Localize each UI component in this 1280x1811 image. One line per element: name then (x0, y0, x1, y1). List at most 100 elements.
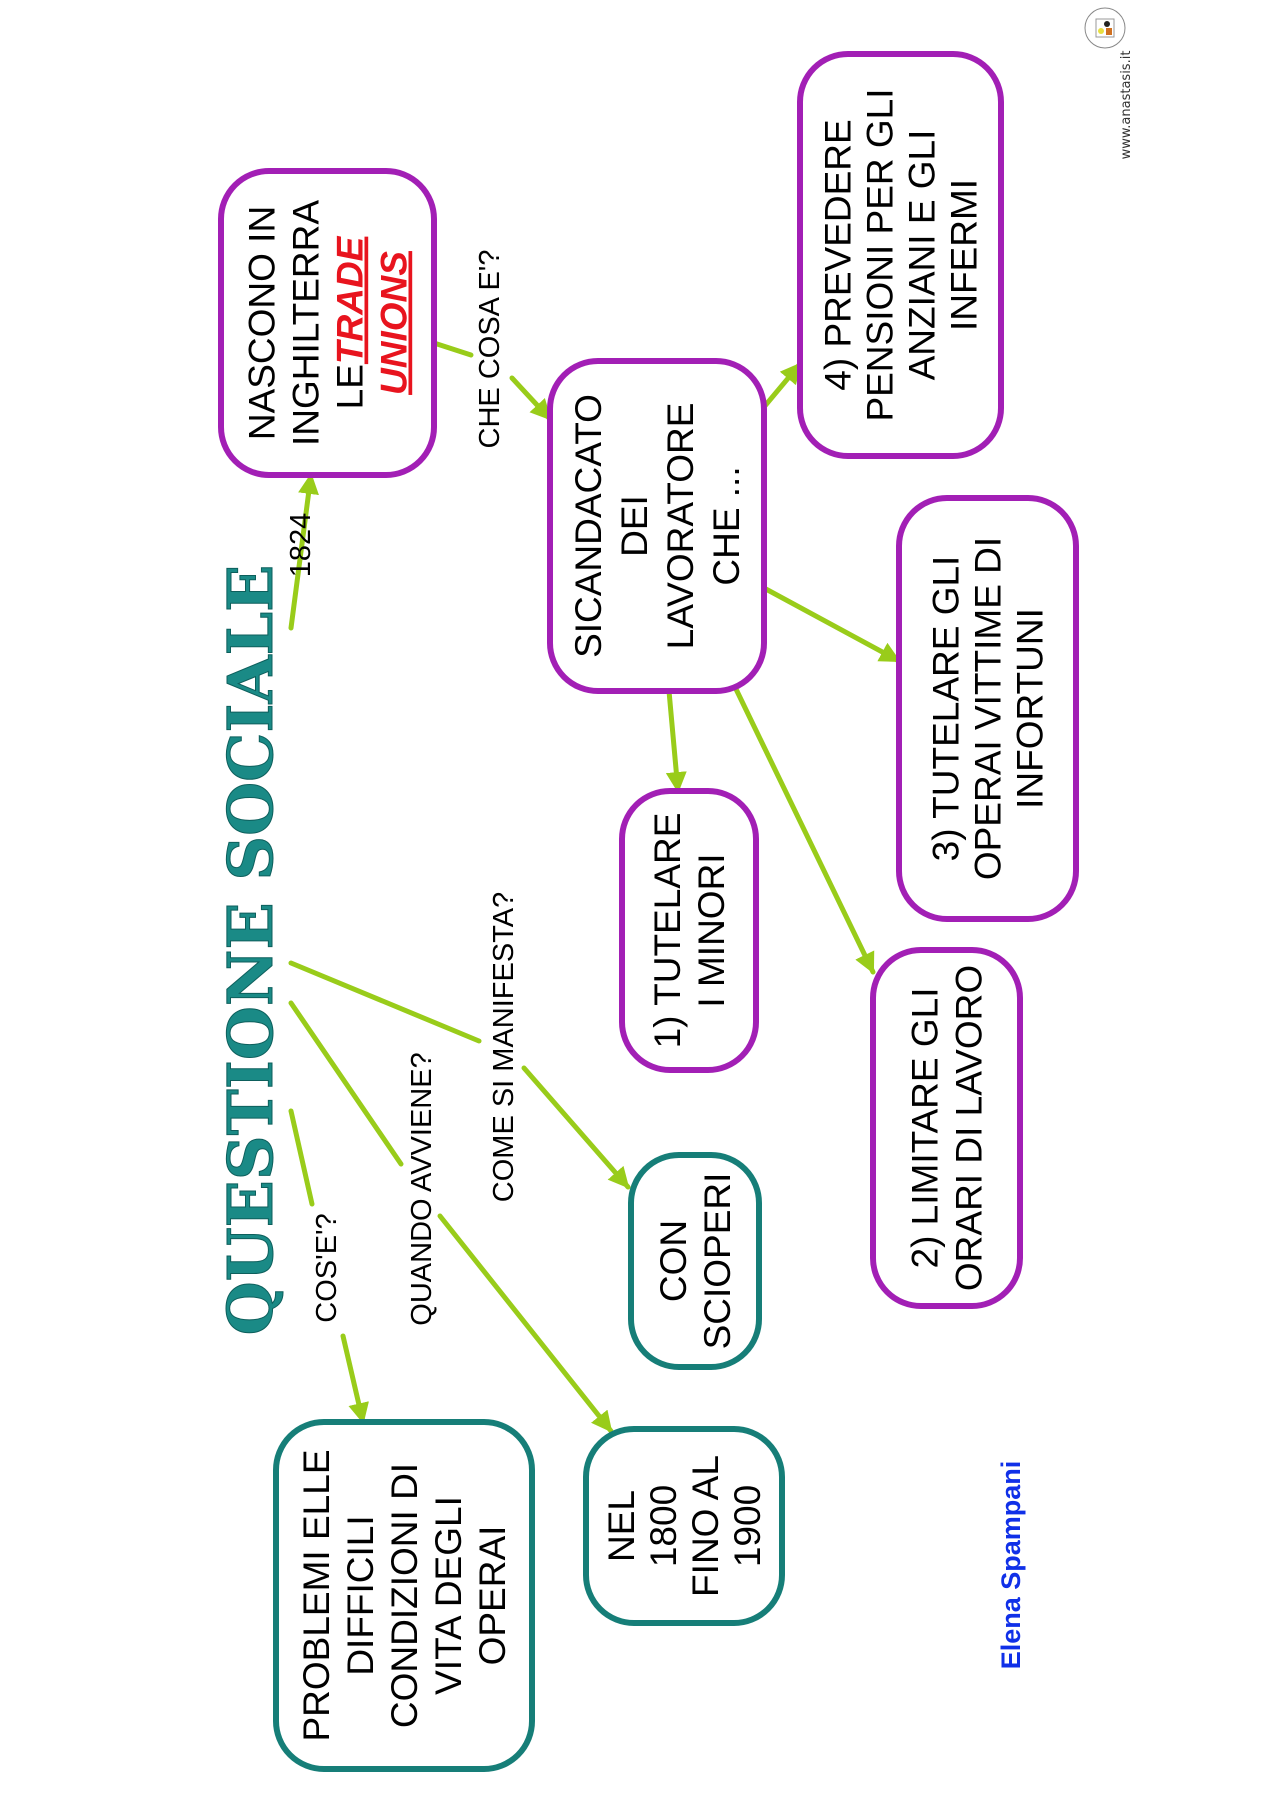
map-title: QUESTIONE SOCIALE (214, 565, 287, 1336)
node-text-line: CON (653, 1220, 694, 1302)
node-text: 2) LIMITARE GLI (905, 988, 946, 1269)
node-text-line: DIFFICILI (340, 1515, 381, 1675)
node-text-line: NEL (601, 1490, 642, 1562)
node-box (583, 1426, 785, 1626)
node-text: SCIOPERI (697, 1173, 738, 1350)
node-text-line: 3) TUTELARE GLI (926, 556, 967, 862)
connector-arrow (431, 340, 474, 358)
connector-arrow (288, 1000, 404, 1167)
node-text-line: 4) PREVEDERE (818, 119, 859, 390)
node-text-line: UNIONS (374, 251, 415, 395)
node-text-line: INFERMI (944, 179, 985, 331)
connector-arrow (340, 1333, 369, 1425)
connector-arrow (288, 1108, 315, 1207)
connector-arrow (521, 1065, 631, 1190)
node-box (547, 358, 767, 694)
node-text: INFORTUNI (1010, 608, 1051, 809)
connector-arrow (288, 960, 482, 1044)
node-text: ANZIANI E GLI (902, 130, 943, 381)
edge-label-year: 1824 (285, 513, 317, 578)
node-text: CONDIZIONI DI (384, 1463, 425, 1728)
node-text-line: SICANDACATO (568, 394, 609, 658)
node-text-line: 2) LIMITARE GLI (905, 988, 946, 1269)
connector-arrow (761, 585, 902, 664)
node-box (619, 788, 759, 1073)
node-box (870, 947, 1023, 1309)
supermappe-logo (1084, 7, 1126, 49)
connector-arrow (437, 1213, 614, 1434)
node-text-line: FINO AL (685, 1455, 726, 1597)
node-text: TRADE (330, 235, 371, 364)
edge-label-che-cosa: CHE COSA E'? (474, 250, 506, 449)
connector-arrow (288, 472, 319, 631)
node-text: OPERAI (472, 1526, 513, 1666)
connector-arrow (509, 375, 553, 422)
node-box (218, 168, 437, 478)
node-text: PENSIONI PER GLI (860, 88, 901, 421)
node-text-line: ANZIANI E GLI (902, 130, 943, 381)
node-text-line: INFORTUNI (1010, 608, 1051, 809)
connector-arrow (761, 361, 803, 410)
node-text-line: SCIOPERI (697, 1173, 738, 1350)
connector-arrow (665, 688, 687, 794)
node-text: ORARI DI LAVORO (949, 965, 990, 1291)
node-box (797, 51, 1004, 459)
node-text-line: CONDIZIONI DI (384, 1463, 425, 1728)
node-text: 4) PREVEDERE (818, 119, 859, 390)
node-text: SICANDACATO (568, 394, 609, 658)
node-text-line: 1800 (643, 1485, 684, 1567)
node-text: LAVORATORE (660, 403, 701, 650)
node-text-line: PENSIONI PER GLI (860, 88, 901, 421)
node-text: CON (653, 1220, 694, 1302)
node-text-line: I MINORI (691, 853, 732, 1007)
site-url: www.anastasis.it (1119, 51, 1134, 160)
node-text: 1) TUTELARE (647, 813, 688, 1049)
node-text-line: 1) TUTELARE (647, 813, 688, 1049)
node-text-line: ORARI DI LAVORO (949, 965, 990, 1291)
edge-label-come: COME SI MANIFESTA? (488, 892, 520, 1202)
node-text: 1800 (643, 1485, 684, 1567)
node-text-line: LETRADE (330, 235, 371, 409)
node-text-line: CHE ... (706, 466, 747, 585)
node-text: FINO AL (685, 1455, 726, 1597)
node-text: 1900 (727, 1485, 768, 1567)
node-text: LE (330, 364, 371, 409)
node-text-line: LAVORATORE (660, 403, 701, 650)
node-text-line: PROBLEMI ELLE (296, 1449, 337, 1741)
node-text-line: OPERAI VITTIME DI (968, 537, 1009, 880)
author-name: Elena Spampani (996, 1461, 1026, 1670)
node-text-line: NASCONO IN (242, 206, 283, 440)
node-text: DIFFICILI (340, 1515, 381, 1675)
node-text-line: INGHILTERRA (286, 200, 327, 446)
node-text: NEL (601, 1490, 642, 1562)
node-box (273, 1419, 535, 1772)
node-text: DEI (614, 495, 655, 557)
edge-label-quando: QUANDO AVVIENE? (406, 1052, 438, 1325)
node-box (896, 495, 1079, 922)
node-text: CHE ... (706, 466, 747, 585)
node-text-line: VITA DEGLI (428, 1496, 469, 1695)
node-text: OPERAI VITTIME DI (968, 537, 1009, 880)
node-text: VITA DEGLI (428, 1496, 469, 1695)
node-text: 3) TUTELARE GLI (926, 556, 967, 862)
node-text: NASCONO IN (242, 206, 283, 440)
node-box (628, 1152, 762, 1370)
node-text: I MINORI (691, 853, 732, 1007)
node-text-line: OPERAI (472, 1526, 513, 1666)
node-text: PROBLEMI ELLE (296, 1449, 337, 1741)
node-text: INGHILTERRA (286, 200, 327, 446)
node-text: UNIONS (374, 251, 415, 395)
connector-arrow (732, 684, 876, 975)
node-text: INFERMI (944, 179, 985, 331)
edge-label-cos-e: COS'E'? (311, 1213, 343, 1322)
